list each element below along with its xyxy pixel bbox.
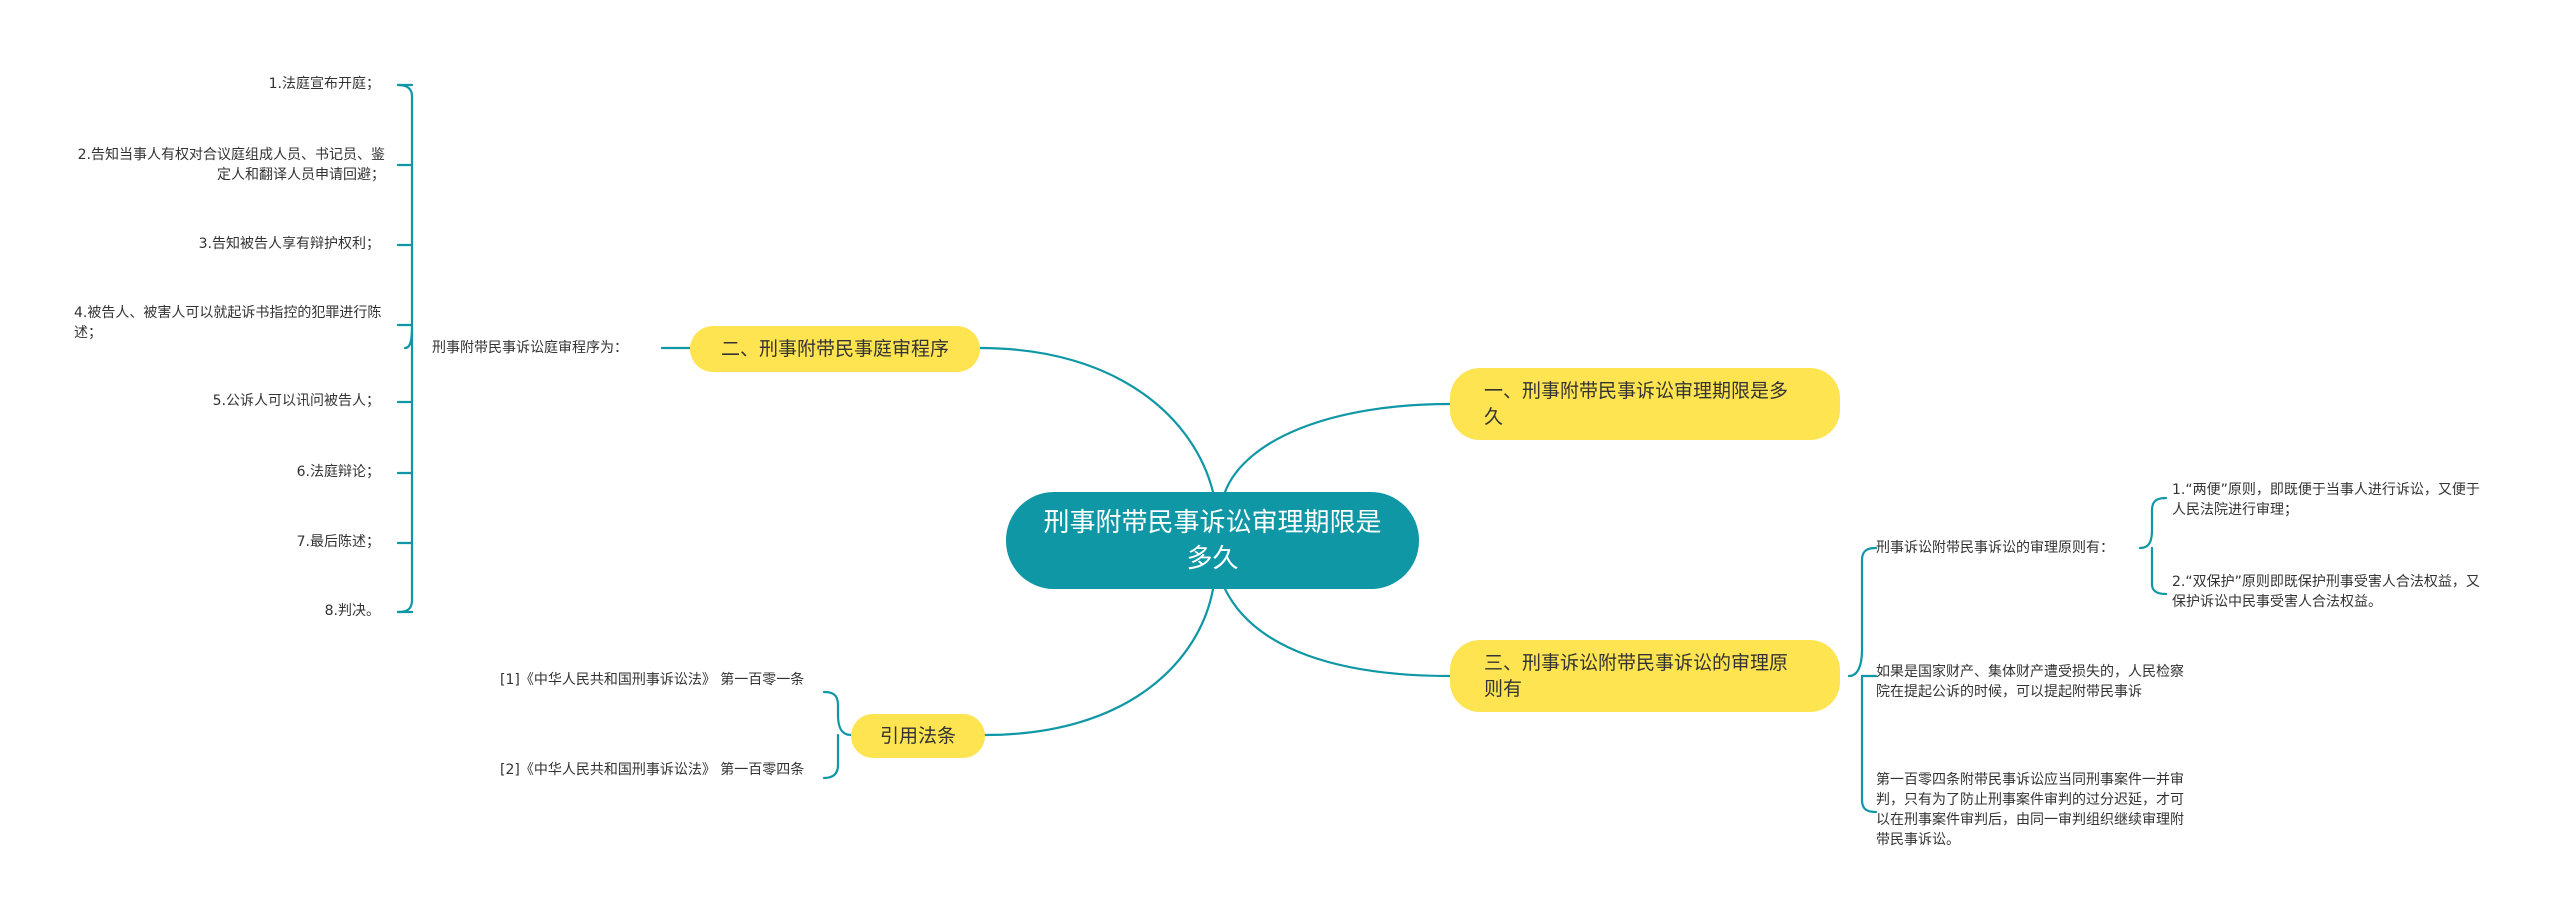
branch-4-label: 引用法条 — [879, 725, 956, 747]
branch-2-item-2: 2.告知当事人有权对合议庭组成人员、书记员、鉴定人和翻译人员申请回避； — [77, 147, 385, 183]
bracket-b4 — [822, 690, 853, 780]
bracket-b3 — [1847, 546, 1878, 814]
branch-3-para-1: 如果是国家财产、集体财产遭受损失的，人民检察院在提起公诉的时候，可以提起附带民事… — [1876, 664, 2184, 700]
connector-root-b1 — [1223, 402, 1452, 494]
branch-2-label: 二、刑事附带民事庭审程序 — [720, 338, 949, 360]
branch-4-item-2: [2]《中华人民共和国刑事诉讼法》 第一百零四条 — [500, 762, 805, 778]
branch-3-sub-label: 刑事诉讼附带民事诉讼的审理原则有： — [1876, 540, 2114, 556]
branch-4-item-1: [1]《中华人民共和国刑事诉讼法》 第一百零一条 — [500, 672, 805, 688]
branch-2-sub-label: 刑事附带民事诉讼庭审程序为： — [432, 340, 628, 356]
bracket-principles — [2138, 496, 2168, 596]
branch-2-topic[interactable]: 二、刑事附带民事庭审程序 — [690, 326, 980, 372]
branch-3-principle-2: 2.“双保护”原则即既保护刑事受害人合法权益，又保护诉讼中民事受害人合法权益。 — [2172, 574, 2480, 610]
branch-1-label: 一、刑事附带民事诉讼审理期限是多久 — [1484, 380, 1789, 428]
branch-3-principle-1: 1.“两便”原则，即既便于当事人进行诉讼，又便于人民法院进行审理； — [2172, 482, 2480, 518]
branch-2-item-3: 3.告知被告人享有辩护权利； — [198, 236, 380, 252]
connector-root-b2 — [978, 346, 1215, 494]
branch-3-topic[interactable]: 三、刑事诉讼附带民事诉讼的审理原则有 — [1450, 640, 1840, 712]
branch-2-item-6: 6.法庭辩论； — [296, 464, 380, 480]
branch-2-item-5: 5.公诉人可以讯问被告人； — [212, 393, 380, 409]
connector-root-b3 — [1223, 587, 1452, 678]
branch-2-item-1: 1.法庭宣布开庭； — [268, 76, 380, 92]
root-topic[interactable]: 刑事附带民事诉讼审理期限是多久 — [1006, 492, 1419, 589]
branch-3-label: 三、刑事诉讼附带民事诉讼的审理原则有 — [1484, 652, 1789, 700]
branch-4-topic[interactable]: 引用法条 — [851, 714, 985, 758]
root-topic-label: 刑事附带民事诉讼审理期限是多久 — [1043, 507, 1382, 574]
branch-2-item-7: 7.最后陈述； — [296, 534, 380, 550]
branch-3-para-2: 第一百零四条附带民事诉讼应当同刑事案件一并审判，只有为了防止刑事案件审判的过分迟… — [1876, 772, 2184, 848]
branch-2-item-4: 4.被告人、被害人可以就起诉书指控的犯罪进行陈述； — [74, 305, 382, 341]
branch-1-topic[interactable]: 一、刑事附带民事诉讼审理期限是多久 — [1450, 368, 1840, 440]
connector-root-b4 — [983, 587, 1215, 737]
branch-2-item-8: 8.判决。 — [324, 603, 380, 619]
